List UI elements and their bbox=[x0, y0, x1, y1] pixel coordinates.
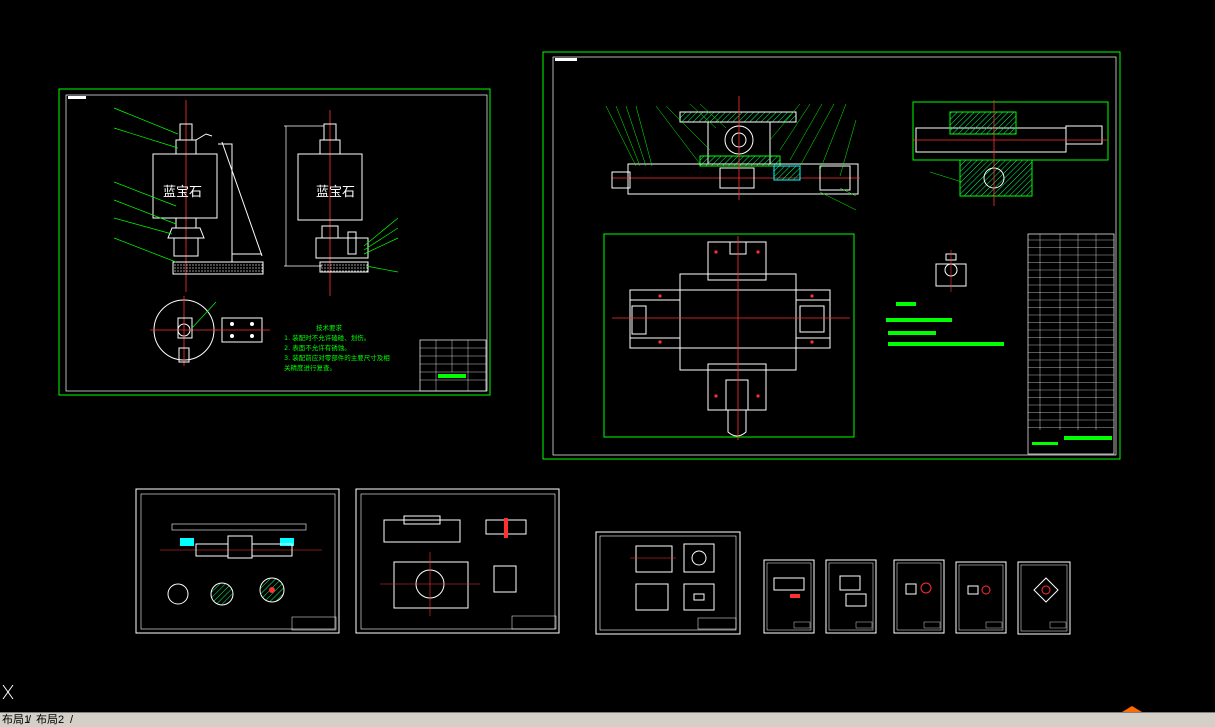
tab-layout1[interactable]: 布局1 bbox=[2, 714, 31, 726]
tech-req-line-4: 关精度进行复查。 bbox=[284, 363, 336, 372]
sheet-part-block bbox=[595, 531, 741, 635]
tab-separator: / bbox=[70, 714, 74, 726]
sheet-part-small-5 bbox=[1017, 561, 1071, 635]
ucs-icon bbox=[2, 684, 14, 700]
tab-layout2[interactable]: 布局2 bbox=[36, 714, 65, 726]
sheet-part-small-3 bbox=[893, 559, 945, 634]
sheet-part-base bbox=[355, 488, 560, 634]
sapphire-label-right: 蓝宝石 bbox=[316, 185, 355, 200]
sheet-part-small-2 bbox=[825, 559, 877, 634]
sheet-assembly-left: 蓝宝石 蓝宝石 bbox=[58, 88, 491, 396]
sapphire-label-left: 蓝宝石 bbox=[163, 185, 202, 200]
sheet-part-small-1 bbox=[763, 559, 815, 634]
tech-req-line-3: 3. 装配前应对零部件的主要尺寸及相 bbox=[284, 353, 390, 362]
sheet-part-shaft bbox=[135, 488, 340, 634]
tech-req-line-1: 1. 装配时不允许磕碰、划伤。 bbox=[284, 333, 370, 342]
tech-req-line-2: 2. 表面不允许有锈蚀。 bbox=[284, 343, 351, 352]
sheet-part-small-4 bbox=[955, 561, 1007, 634]
command-line-fragment bbox=[1122, 706, 1142, 712]
layout-tab-bar: 布局1 / 布局2 / bbox=[0, 712, 1215, 727]
tab-separator: / bbox=[28, 714, 32, 726]
tech-req-title: 技术要求 bbox=[316, 323, 343, 332]
cad-drawing-canvas[interactable]: 蓝宝石 蓝宝石 bbox=[0, 0, 1215, 712]
sheet-assembly-main bbox=[542, 51, 1121, 460]
